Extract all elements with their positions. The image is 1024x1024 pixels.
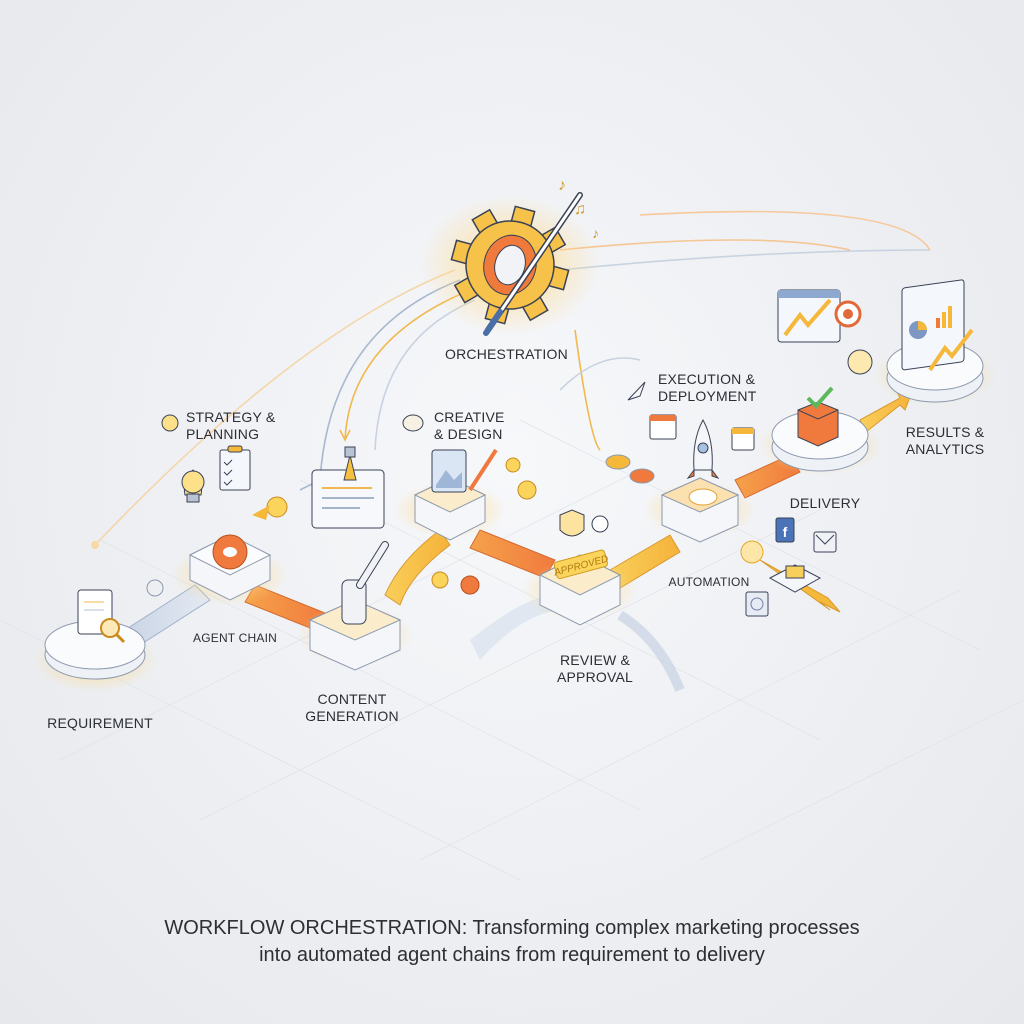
stage-label-delivery: DELIVERY [789,495,861,511]
gear-with-baton-icon: ♪ ♫ ♪ [420,177,600,336]
node-review-approval[interactable]: APPROVED [522,509,638,626]
music-note-icon: ♪ [592,225,599,241]
pen-nib-icon [343,454,357,481]
music-note-icon: ♪ [558,177,566,194]
globe-icon [745,591,769,617]
stage-label-execution: EXECUTION & DEPLOYMENT [658,371,757,404]
lightbulb-label-icon [161,414,179,432]
button-icon [605,454,631,470]
caption: WORKFLOW ORCHESTRATION: Transforming com… [0,915,1024,969]
stage-label-creative: CREATIVE & DESIGN [434,409,505,442]
small-gear-icon [431,571,449,589]
stage-label-strategy: STRATEGY & PLANNING [186,409,276,442]
stage-label-requirement: REQUIREMENT [47,715,153,731]
node-execution-deployment[interactable] [605,414,756,543]
box-check-icon [797,401,839,447]
smiley-icon [847,349,873,375]
node-automation[interactable]: f [740,517,837,617]
button-icon [629,468,655,484]
small-gear-icon [505,457,521,473]
stage-label-agent-chain: AGENT CHAIN [193,631,277,645]
node-requirement[interactable] [33,589,157,692]
caption-line-1: WORKFLOW ORCHESTRATION: Transforming com… [164,917,860,939]
orchestration-lines [91,210,931,549]
music-note-icon: ♫ [574,201,586,218]
facebook-icon [775,517,795,543]
orchestration-label: ORCHESTRATION [445,346,568,362]
small-gear-icon [460,575,480,595]
node-delivery[interactable] [758,289,882,475]
mail-icon [813,531,837,553]
small-gear-icon [517,480,537,500]
clipboard-icon [219,449,251,491]
svg-text:f: f [783,524,788,540]
stage-label-review: REVIEW & APPROVAL [556,652,634,685]
stage-label-automation: AUTOMATION [668,575,750,589]
small-gear-icon [146,579,164,597]
shield-check-icon [559,509,585,537]
stage-label-content: CONTENT GENERATION [305,691,399,724]
rocket-label-icon [627,381,646,401]
check-circle-icon [591,515,609,533]
node-content-generation[interactable] [297,541,413,671]
node-creative-design[interactable] [394,448,506,541]
agent-chain-beams [124,387,913,692]
glow-orb-icon [740,540,764,564]
stage-label-results: RESULTS & ANALYTICS [905,424,985,457]
content-icons [311,446,537,595]
node-agent-chain[interactable] [172,534,288,605]
robot-arm-icon [341,579,367,625]
email-icon [785,565,805,579]
strategy-icons [146,445,288,597]
node-results-analytics[interactable] [873,279,997,405]
small-gear-icon [266,496,288,518]
caption-line-2: into automated agent chains from require… [259,944,765,966]
palette-icon [402,414,424,432]
